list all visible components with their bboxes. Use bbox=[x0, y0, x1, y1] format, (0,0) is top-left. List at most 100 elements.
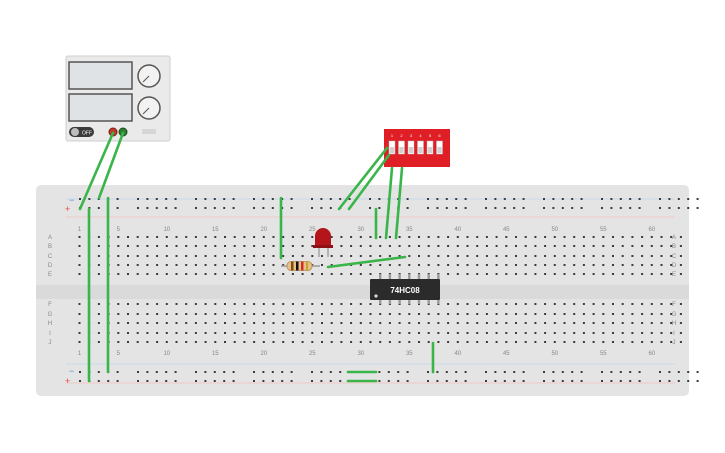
breadboard-hole[interactable] bbox=[563, 245, 566, 247]
rail-hole[interactable] bbox=[253, 380, 255, 382]
breadboard-hole[interactable] bbox=[369, 341, 372, 343]
breadboard-hole[interactable] bbox=[330, 255, 333, 257]
breadboard-hole[interactable] bbox=[534, 322, 537, 324]
breadboard-hole[interactable] bbox=[214, 313, 217, 315]
breadboard-hole[interactable] bbox=[117, 303, 120, 305]
breadboard-hole[interactable] bbox=[369, 313, 372, 315]
rail-hole[interactable] bbox=[146, 207, 149, 209]
breadboard-hole[interactable] bbox=[243, 245, 246, 247]
breadboard-hole[interactable] bbox=[582, 313, 585, 315]
breadboard-hole[interactable] bbox=[224, 255, 226, 257]
breadboard-hole[interactable] bbox=[78, 313, 81, 315]
breadboard-hole[interactable] bbox=[505, 236, 508, 238]
breadboard-hole[interactable] bbox=[495, 322, 498, 324]
rail-hole[interactable] bbox=[629, 380, 632, 382]
rail-hole[interactable] bbox=[561, 371, 564, 373]
breadboard-hole[interactable] bbox=[204, 245, 207, 247]
breadboard-hole[interactable] bbox=[321, 313, 323, 315]
breadboard-hole[interactable] bbox=[447, 273, 450, 275]
breadboard-hole[interactable] bbox=[553, 264, 556, 266]
breadboard-hole[interactable] bbox=[359, 245, 362, 247]
breadboard-hole[interactable] bbox=[330, 313, 333, 315]
breadboard-hole[interactable] bbox=[146, 273, 149, 275]
rail-hole[interactable] bbox=[580, 371, 583, 373]
breadboard-hole[interactable] bbox=[175, 273, 178, 275]
breadboard-hole[interactable] bbox=[78, 303, 81, 305]
breadboard-hole[interactable] bbox=[485, 313, 488, 315]
breadboard-hole[interactable] bbox=[670, 236, 673, 238]
breadboard-hole[interactable] bbox=[253, 313, 256, 315]
breadboard-hole[interactable] bbox=[418, 236, 420, 238]
breadboard-hole[interactable] bbox=[573, 245, 576, 247]
breadboard-hole[interactable] bbox=[78, 273, 81, 275]
rail-hole[interactable] bbox=[174, 371, 177, 373]
breadboard-hole[interactable] bbox=[214, 303, 217, 305]
breadboard-hole[interactable] bbox=[602, 303, 605, 305]
rail-hole[interactable] bbox=[668, 371, 671, 373]
rail-hole[interactable] bbox=[213, 380, 216, 382]
breadboard-hole[interactable] bbox=[272, 273, 275, 275]
breadboard-hole[interactable] bbox=[437, 332, 440, 334]
breadboard-hole[interactable] bbox=[612, 255, 614, 257]
rail-hole[interactable] bbox=[561, 198, 564, 200]
breadboard-hole[interactable] bbox=[505, 245, 508, 247]
breadboard-hole[interactable] bbox=[291, 332, 294, 334]
rail-hole[interactable] bbox=[397, 380, 400, 382]
rail-hole[interactable] bbox=[165, 207, 168, 209]
breadboard-hole[interactable] bbox=[97, 303, 100, 305]
breadboard-hole[interactable] bbox=[534, 332, 537, 334]
breadboard-hole[interactable] bbox=[233, 255, 236, 257]
breadboard-hole[interactable] bbox=[185, 255, 188, 257]
rail-hole[interactable] bbox=[464, 198, 467, 200]
breadboard-hole[interactable] bbox=[612, 245, 614, 247]
breadboard-hole[interactable] bbox=[136, 255, 139, 257]
breadboard-hole[interactable] bbox=[301, 322, 304, 324]
breadboard-hole[interactable] bbox=[330, 341, 333, 343]
breadboard-hole[interactable] bbox=[398, 236, 401, 238]
breadboard-hole[interactable] bbox=[582, 245, 585, 247]
rail-hole[interactable] bbox=[320, 207, 323, 209]
rail-hole[interactable] bbox=[687, 380, 690, 382]
rail-hole[interactable] bbox=[427, 207, 429, 209]
rail-hole[interactable] bbox=[290, 207, 293, 209]
rail-hole[interactable] bbox=[629, 198, 632, 200]
breadboard-hole[interactable] bbox=[476, 303, 479, 305]
breadboard-hole[interactable] bbox=[78, 332, 81, 334]
breadboard-hole[interactable] bbox=[330, 322, 333, 324]
rail-hole[interactable] bbox=[137, 371, 139, 373]
breadboard-hole[interactable] bbox=[311, 322, 314, 324]
breadboard-hole[interactable] bbox=[447, 303, 450, 305]
breadboard-hole[interactable] bbox=[272, 255, 275, 257]
breadboard-hole[interactable] bbox=[679, 273, 682, 275]
breadboard-hole[interactable] bbox=[340, 322, 343, 324]
breadboard-hole[interactable] bbox=[679, 332, 682, 334]
rail-hole[interactable] bbox=[427, 198, 429, 200]
breadboard-hole[interactable] bbox=[650, 303, 653, 305]
breadboard-hole[interactable] bbox=[321, 303, 323, 305]
rail-hole[interactable] bbox=[155, 380, 158, 382]
breadboard-hole[interactable] bbox=[398, 332, 401, 334]
breadboard-hole[interactable] bbox=[97, 313, 100, 315]
rail-hole[interactable] bbox=[543, 380, 545, 382]
breadboard-hole[interactable] bbox=[650, 264, 653, 266]
breadboard-hole[interactable] bbox=[592, 273, 595, 275]
breadboard-hole[interactable] bbox=[679, 236, 682, 238]
rail-hole[interactable] bbox=[696, 380, 699, 382]
breadboard-hole[interactable] bbox=[670, 264, 673, 266]
breadboard-hole[interactable] bbox=[165, 245, 168, 247]
breadboard-hole[interactable] bbox=[621, 245, 624, 247]
breadboard-hole[interactable] bbox=[524, 245, 527, 247]
breadboard-hole[interactable] bbox=[534, 255, 537, 257]
breadboard-hole[interactable] bbox=[224, 236, 226, 238]
breadboard-hole[interactable] bbox=[456, 273, 459, 275]
breadboard-hole[interactable] bbox=[262, 273, 265, 275]
breadboard-hole[interactable] bbox=[282, 313, 285, 315]
breadboard-hole[interactable] bbox=[602, 273, 605, 275]
breadboard-hole[interactable] bbox=[641, 322, 644, 324]
breadboard-hole[interactable] bbox=[330, 332, 333, 334]
rail-hole[interactable] bbox=[687, 198, 690, 200]
breadboard-hole[interactable] bbox=[418, 264, 420, 266]
breadboard-hole[interactable] bbox=[243, 236, 246, 238]
breadboard-hole[interactable] bbox=[679, 322, 682, 324]
